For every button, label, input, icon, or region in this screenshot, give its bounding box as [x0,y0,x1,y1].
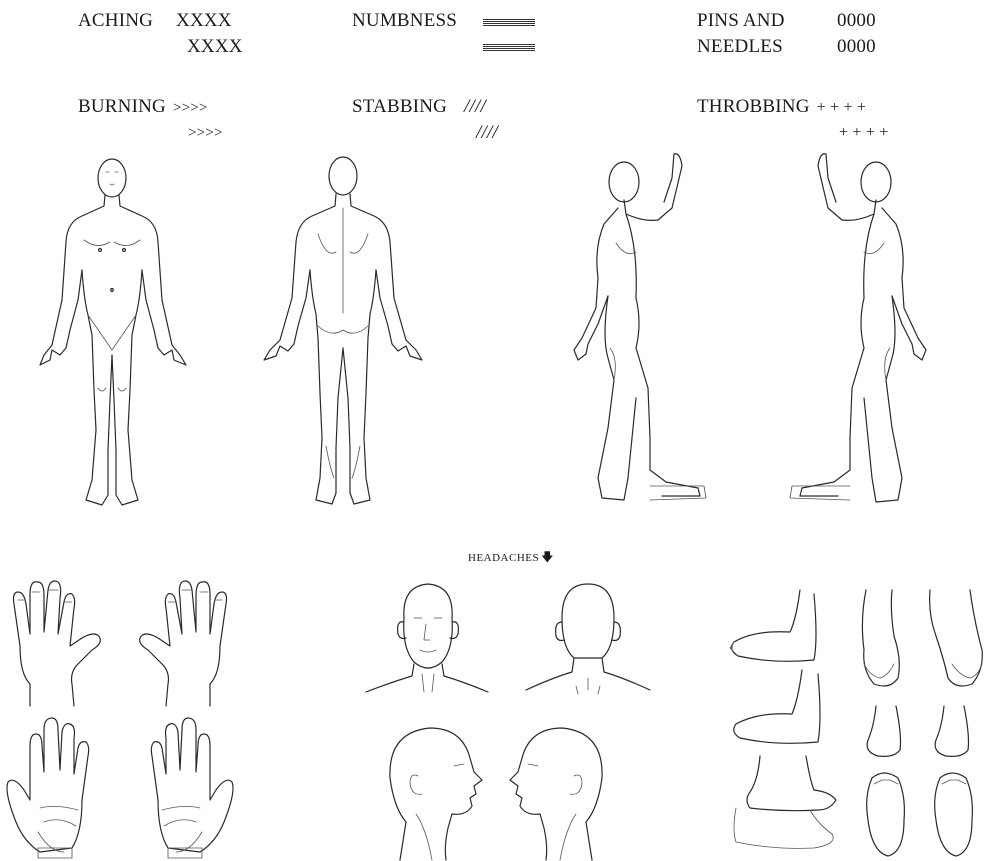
numbness-label: NUMBNESS [352,10,457,31]
head-left-side-icon [500,712,622,861]
pins-symbol-2: 0000 [837,34,876,60]
burning-symbol-2: >>>> [188,120,223,146]
aching-symbol-1: XXXX [176,8,232,34]
legend-stabbing: STABBING //// //// [352,94,486,120]
burning-label: BURNING [78,96,166,117]
legend-numbness: NUMBNESS [352,8,457,34]
stabbing-symbol-2: //// [476,120,498,146]
legend-throbbing: THROBBING + + + + + + + + [697,94,866,121]
numbness-symbol-1 [483,19,535,26]
body-front-icon [22,150,202,515]
headaches-caption: HEADACHES🡇 [468,548,554,569]
arrow-down-icon: 🡇 [541,550,554,564]
stabbing-label: STABBING [352,96,447,117]
numbness-symbol-2 [483,44,535,51]
pins-and-needles-label-1: PINS AND [697,8,785,34]
pins-and-needles-label-2: NEEDLES [697,34,785,60]
pins-symbol-1: 0000 [837,8,876,34]
throbbing-symbol-2: + + + + [839,120,889,146]
legend-aching: ACHING XXXX XXXX [78,8,232,34]
head-front-icon [362,578,492,698]
throbbing-label: THROBBING [697,96,810,117]
headaches-label: HEADACHES [468,552,539,564]
hand-palms-icon [0,712,240,861]
burning-symbol-1: >>>> [173,95,208,121]
aching-symbol-2: XXXX [187,34,243,60]
hand-backs-icon [0,574,240,712]
legend-burning: BURNING >>>> >>>> [78,94,208,121]
body-back-icon [246,148,441,515]
aching-label: ACHING [78,10,153,31]
head-back-icon [524,578,654,698]
legend-pins-and-needles: PINS AND NEEDLES 0000 0000 [697,8,785,60]
head-right-side-icon [370,718,492,861]
body-left-side-icon [554,148,714,513]
feet-icon [714,580,988,861]
stabbing-symbol-1: //// [464,94,486,120]
throbbing-symbol-1: + + + + [817,95,867,121]
body-right-side-icon [786,148,946,515]
